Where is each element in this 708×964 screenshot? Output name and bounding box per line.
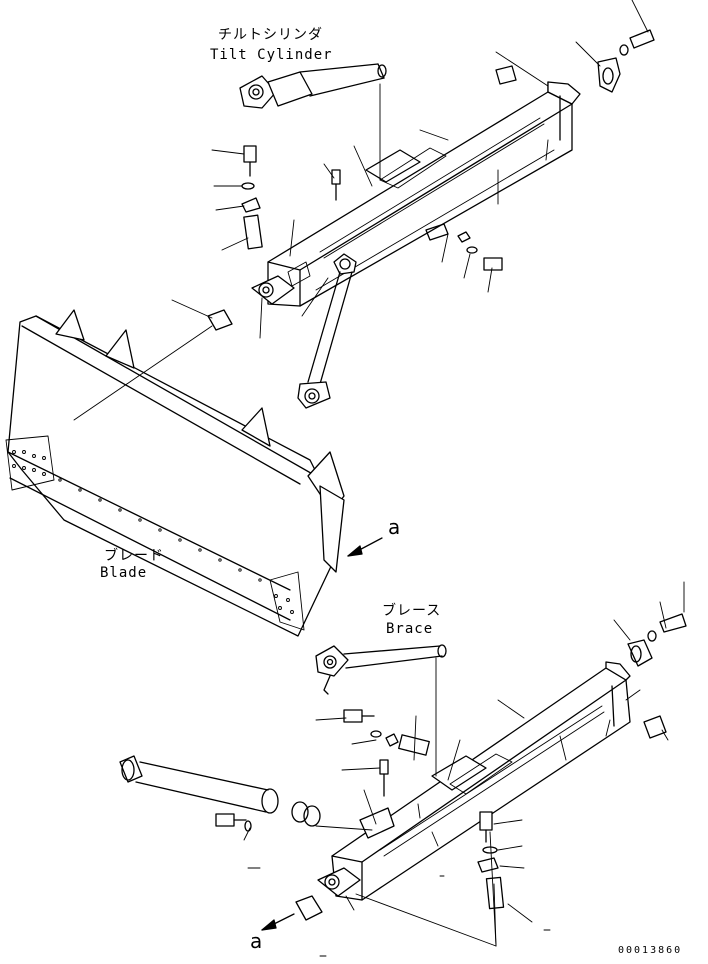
reference-a-lower: a — [250, 929, 263, 953]
frame-lower — [317, 661, 631, 901]
brace — [315, 644, 447, 695]
brace-label-jp: ブレース — [382, 603, 442, 619]
tilt-cylinder-label-en: Tilt Cylinder — [210, 47, 333, 63]
frame-upper — [251, 81, 581, 307]
figure-number: 00013860 — [618, 945, 683, 956]
blade — [5, 309, 345, 637]
bolts-lower — [215, 613, 687, 921]
blade-bolt-holes — [12, 450, 294, 614]
brace-label-en: Brace — [386, 621, 434, 637]
tilt-cylinder-upper — [239, 63, 387, 109]
ref-arrow-upper — [347, 537, 383, 557]
blade-label-en: Blade — [100, 565, 148, 581]
cylinder-rod-upper — [297, 253, 357, 409]
blade-label-jp: ブレード — [104, 548, 164, 564]
leader-lines-upper — [73, 0, 649, 421]
leader-lines-lower — [243, 581, 685, 957]
bolts-upper — [63, 29, 655, 411]
reference-a-upper: a — [388, 515, 401, 539]
ref-arrow-lower — [261, 913, 295, 931]
tilt-cylinder-label-jp: チルトシリンダ — [218, 27, 323, 43]
pivot-shaft — [119, 755, 279, 814]
